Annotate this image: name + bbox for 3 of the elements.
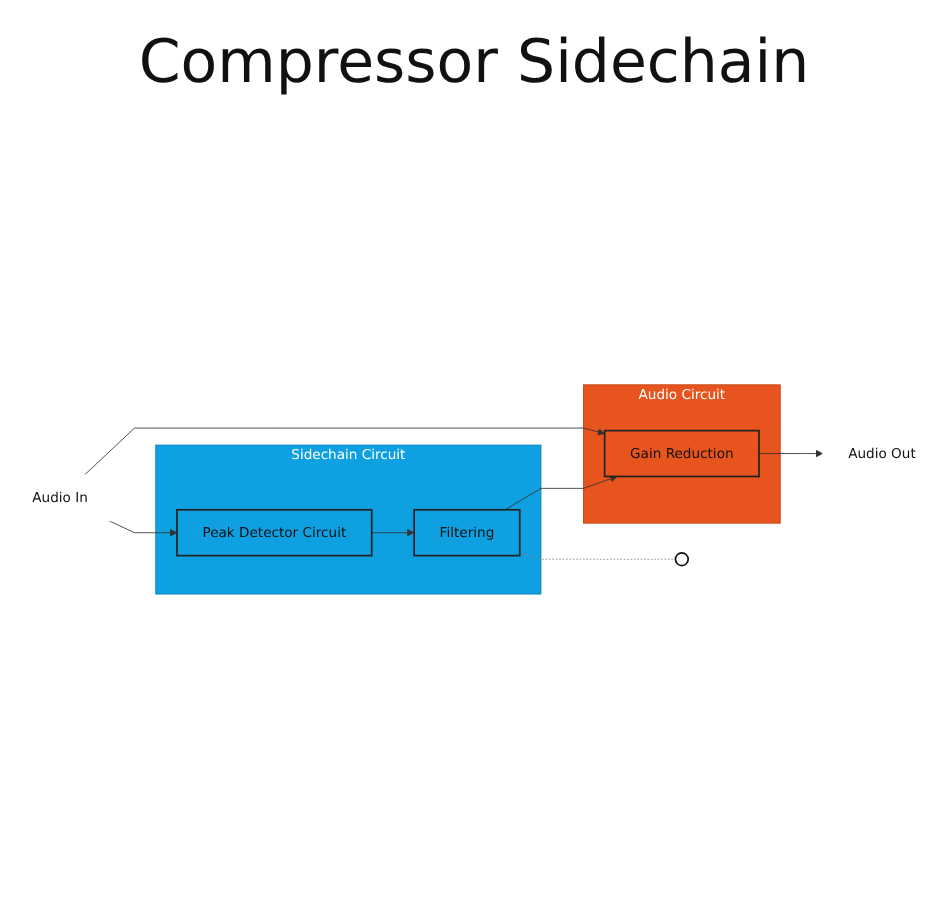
title: Compressor Sidechain [136, 28, 812, 98]
connector [519, 551, 676, 561]
node-circle [674, 552, 690, 568]
